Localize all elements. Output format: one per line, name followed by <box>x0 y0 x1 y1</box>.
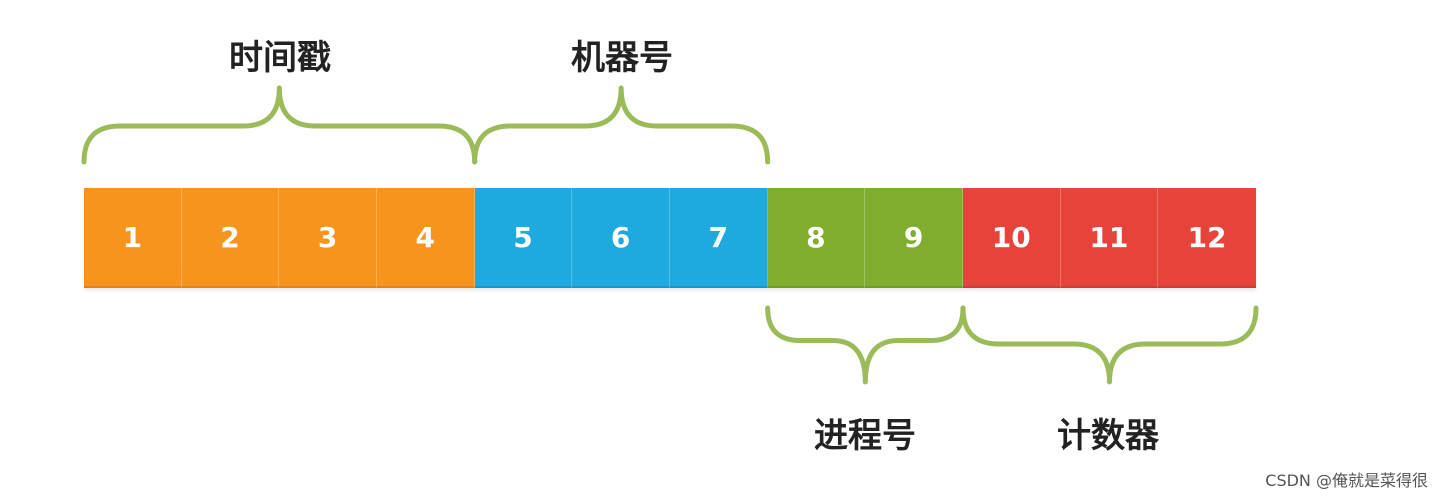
byte-cell: 10 <box>962 188 1061 288</box>
brace-bottom <box>960 305 1259 385</box>
watermark: CSDN @俺就是菜得很 <box>1265 471 1428 490</box>
label-machine-id: 机器号 <box>571 38 673 78</box>
brace-bottom <box>765 305 966 385</box>
byte-cell: 2 <box>181 188 280 288</box>
byte-cell: 8 <box>767 188 866 288</box>
label-process-id: 进程号 <box>814 416 916 456</box>
byte-cell: 3 <box>279 188 377 288</box>
byte-cell: 9 <box>865 188 963 288</box>
byte-cell: 5 <box>474 188 573 288</box>
label-counter: 计数器 <box>1057 416 1159 456</box>
byte-cell: 11 <box>1060 188 1159 288</box>
byte-cell: 4 <box>376 188 475 288</box>
byte-cell: 7 <box>669 188 768 288</box>
brace-top <box>472 85 771 165</box>
byte-cell: 12 <box>1158 188 1256 288</box>
brace-top <box>81 85 478 165</box>
byte-cell: 6 <box>572 188 670 288</box>
byte-cell: 1 <box>84 188 182 288</box>
label-timestamp: 时间戳 <box>229 38 331 78</box>
